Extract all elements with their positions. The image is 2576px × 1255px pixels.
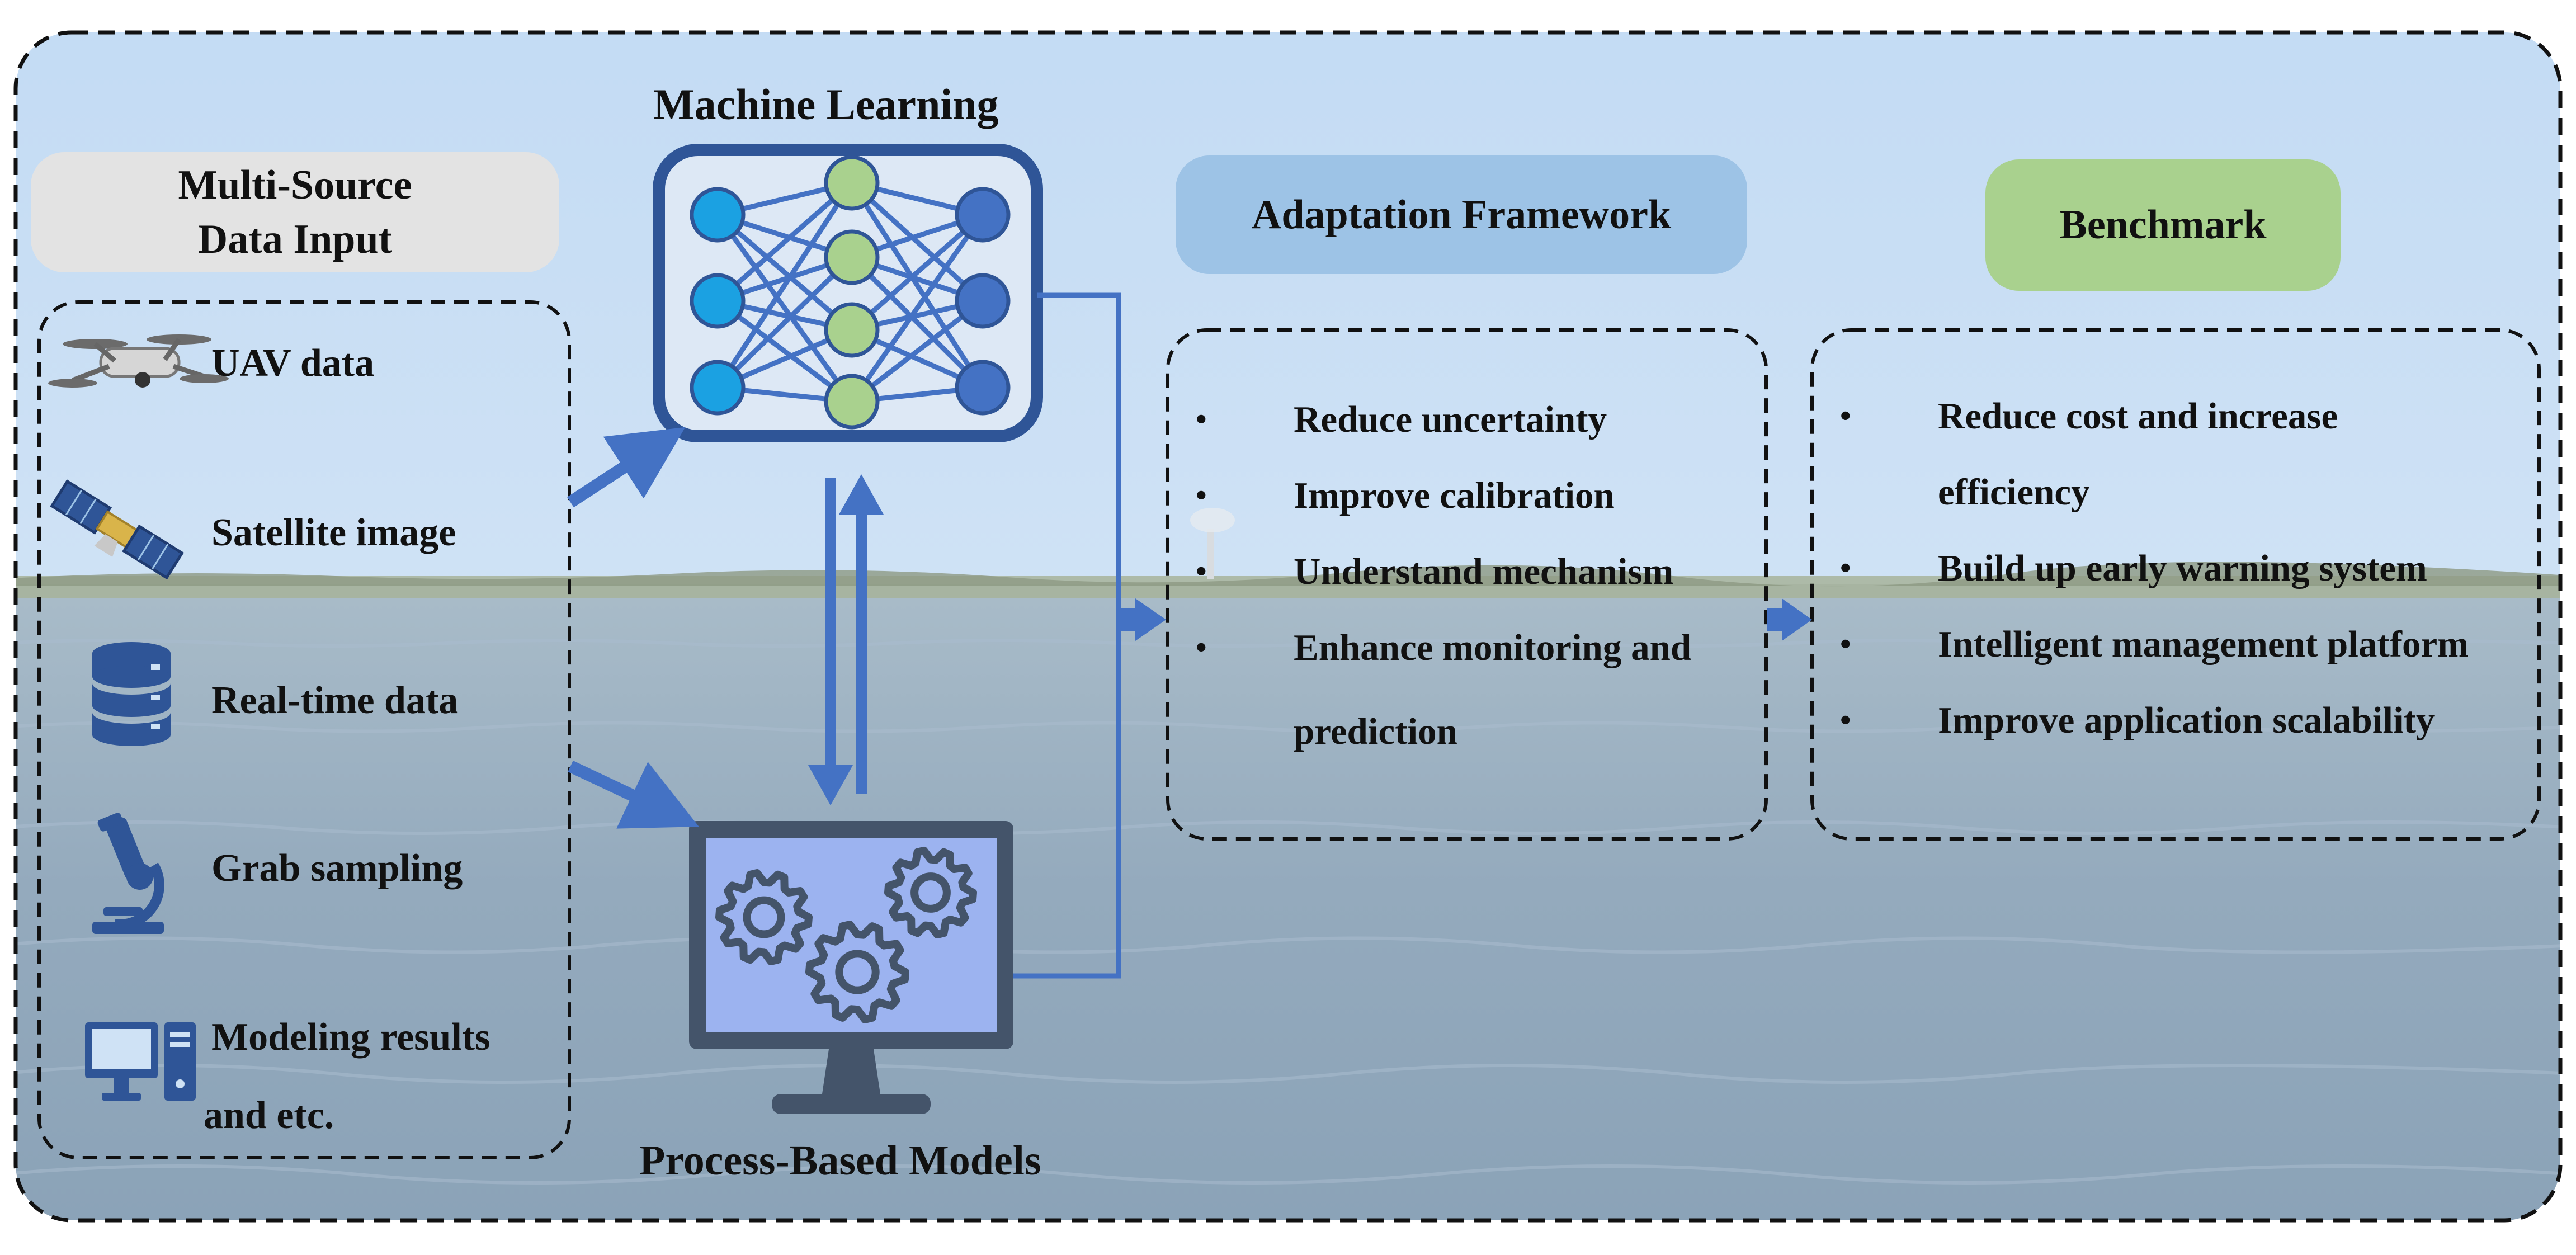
adaptation-item: Understand mechanism (1190, 534, 1691, 610)
benchmark-list-rest: Build up early warning system Intelligen… (1834, 530, 2469, 758)
benchmark-item: Intelligent management platform (1834, 606, 2469, 682)
adaptation-item: Reduce uncertainty (1190, 381, 1691, 457)
nn-node (690, 187, 746, 243)
nn-link (850, 181, 985, 389)
database-icon (92, 642, 171, 746)
connector-lines (567, 292, 1812, 979)
adaptation-list: Reduce uncertainty Improve calibration U… (1190, 381, 1691, 686)
nn-link (850, 213, 984, 332)
nn-link (850, 213, 985, 403)
adaptation-box (1166, 328, 1768, 841)
computer-icon (85, 1022, 196, 1101)
benchmark-item: Improve application scalability (1834, 682, 2469, 758)
neural-network-icon (653, 144, 1043, 442)
adaptation-title-pill (1176, 155, 1747, 274)
benchmark-list: Reduce cost and increase (1834, 378, 2338, 454)
nn-node (690, 360, 746, 416)
outer-frame (13, 30, 2563, 1223)
nn-link (850, 255, 985, 390)
nn-link (716, 181, 853, 303)
nn-link (850, 181, 985, 303)
nn-link (716, 299, 853, 404)
drone-icon (48, 334, 229, 388)
nn-link (716, 213, 853, 332)
pbm-title: Process-Based Models (639, 1137, 1041, 1184)
nn-node (955, 273, 1011, 329)
process-model-monitor-icon (689, 821, 1013, 1114)
adaptation-item: Enhance monitoring and (1190, 610, 1691, 686)
nn-link (715, 181, 854, 389)
nn-node (690, 273, 746, 329)
input-title-pill (31, 152, 559, 272)
input-title: Multi-Source Data Input (31, 152, 559, 272)
nn-node (955, 187, 1011, 243)
ml-title: Machine Learning (653, 80, 999, 129)
adaptation-title: Adaptation Framework (1251, 191, 1672, 238)
benchmark-item: Build up early warning system (1834, 530, 2469, 606)
benchmark-item: Reduce cost and increase (1834, 378, 2338, 454)
source-uav: UAV data (211, 342, 375, 385)
nn-node (955, 360, 1011, 416)
benchmark-title-pill (1985, 159, 2341, 291)
benchmark-box (1810, 328, 2541, 841)
source-modeling: Modeling results (211, 1016, 490, 1059)
adaptation-item: Improve calibration (1190, 457, 1691, 534)
gear-icon (884, 846, 977, 939)
source-modeling-cont: and etc. (204, 1094, 334, 1137)
microscope-icon (92, 813, 164, 934)
gear-icon (715, 869, 813, 965)
source-grab: Grab sampling (211, 847, 463, 890)
nn-node (824, 229, 880, 285)
nn-link (715, 213, 854, 403)
gear-icon (805, 921, 909, 1023)
adaptation-item-cont: prediction (1294, 711, 1457, 752)
benchmark-title: Benchmark (2059, 202, 2267, 248)
nn-node (824, 155, 880, 211)
nn-link (715, 255, 854, 390)
nn-node (824, 302, 880, 358)
input-title-text: Multi-Source Data Input (178, 162, 412, 262)
benchmark-item-cont: efficiency (1938, 471, 2090, 513)
source-satellite: Satellite image (211, 511, 456, 554)
satellite-icon (50, 479, 184, 580)
input-sources-box (37, 300, 571, 1159)
nn-node (824, 374, 880, 430)
source-realtime: Real-time data (211, 679, 459, 722)
